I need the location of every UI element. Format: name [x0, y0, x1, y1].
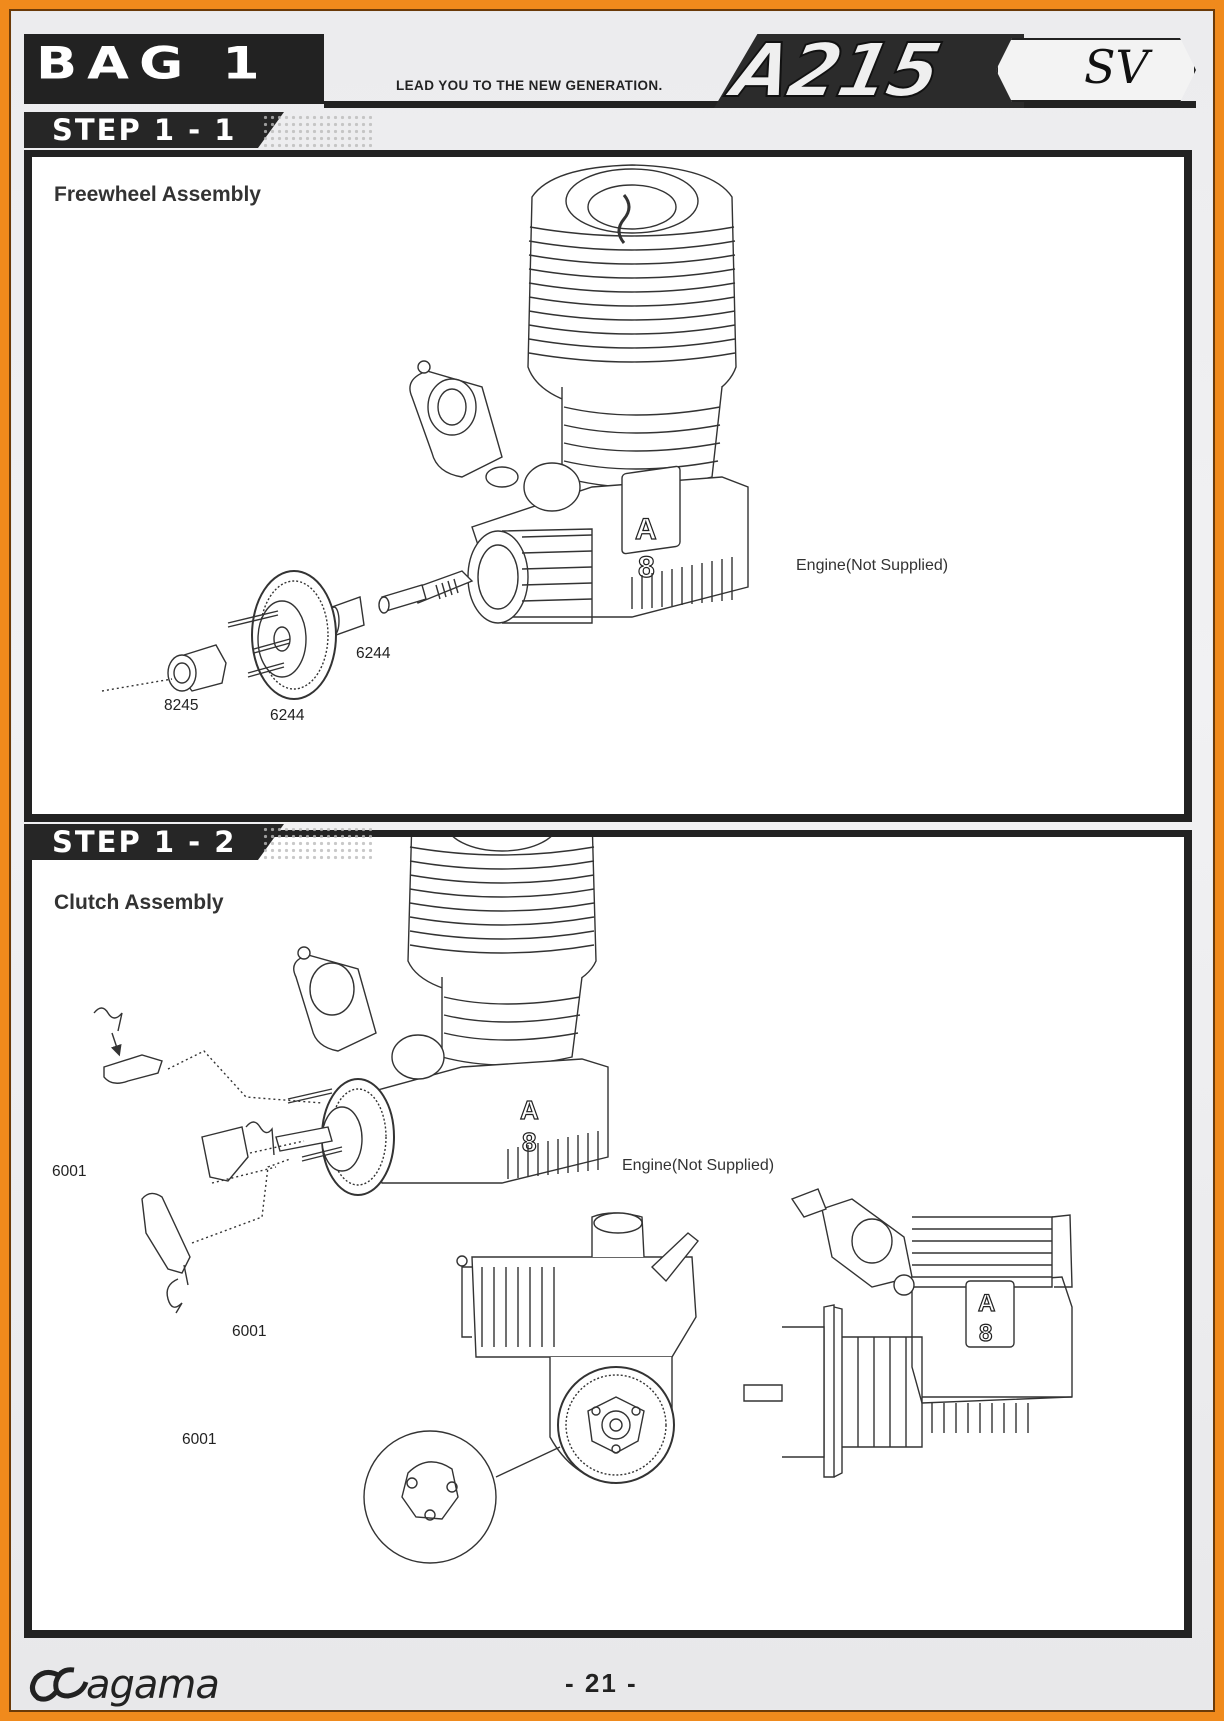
engine-badge-8: 8	[522, 1127, 536, 1157]
part-label-8245: 8245	[164, 697, 199, 714]
engine-crankcase	[351, 1058, 609, 1184]
cooling-fins	[409, 846, 595, 954]
step1-title: Freewheel Assembly	[54, 183, 261, 206]
part-label-6244-flywheel: 6244	[270, 707, 305, 724]
clutch-shoe	[141, 1192, 191, 1274]
part-label-6244-bushing: 6244	[356, 645, 391, 662]
side-view-engine	[471, 1256, 697, 1358]
brand-band	[714, 34, 1024, 108]
tagline: LEAD YOU TO THE NEW GENERATION.	[396, 78, 663, 93]
bag-title: BAG 1	[36, 37, 270, 90]
step1-panel: Freewheel Assembly	[24, 150, 1192, 822]
clutch-spring	[245, 1121, 275, 1156]
step2-panel: Clutch Assembly A 8	[24, 830, 1192, 1638]
clutch-shoe	[201, 1126, 249, 1182]
part-label-6001-top: 6001	[52, 1163, 87, 1180]
engine-head	[407, 837, 597, 1000]
engine-badge-a: A	[978, 1290, 995, 1317]
step1-tab-label: STEP 1 - 1	[52, 113, 237, 147]
step1-tab-dots	[262, 114, 372, 148]
clutch-spring	[166, 1278, 183, 1314]
part-label-6001-middle: 6001	[232, 1323, 267, 1340]
clutch-spring	[93, 1007, 123, 1032]
step2-title: Clutch Assembly	[54, 891, 224, 914]
step2-tab-label: STEP 1 - 2	[52, 825, 237, 859]
page-number: - 21 -	[565, 1668, 638, 1698]
step1-tab: STEP 1 - 1	[24, 112, 284, 148]
side-view-flywheel	[823, 1304, 835, 1478]
crankcase-fins	[631, 557, 733, 609]
page-header: BAG 1 LEAD YOU TO THE NEW GENERATION. A2…	[24, 27, 1196, 118]
step2-engine-label: Engine(Not Supplied)	[622, 1157, 775, 1174]
cooling-fins	[528, 226, 736, 363]
clutch-shoe	[103, 1054, 163, 1084]
engine-badge-a: A	[520, 1095, 539, 1125]
freewheel-assembly-diagram: A 8	[101, 164, 749, 700]
bag-title-box: BAG 1	[24, 34, 324, 104]
part-label-6001-bottom: 6001	[182, 1431, 217, 1448]
brand-badge-text: SV	[1084, 40, 1149, 94]
footer-brand: agama	[86, 1662, 220, 1708]
engine-badge-8: 8	[979, 1320, 992, 1347]
agama-logo-icon	[30, 1667, 89, 1702]
brand-badge	[996, 38, 1196, 102]
step2-tab: STEP 1 - 2	[24, 824, 284, 860]
engine-badge-a: A	[635, 513, 657, 546]
step2-tab-dots	[262, 826, 372, 860]
step1-engine-label: Engine(Not Supplied)	[796, 557, 949, 574]
clutch-assembly-diagram: A 8	[93, 837, 1073, 1564]
brand-logo: A215	[724, 27, 948, 115]
